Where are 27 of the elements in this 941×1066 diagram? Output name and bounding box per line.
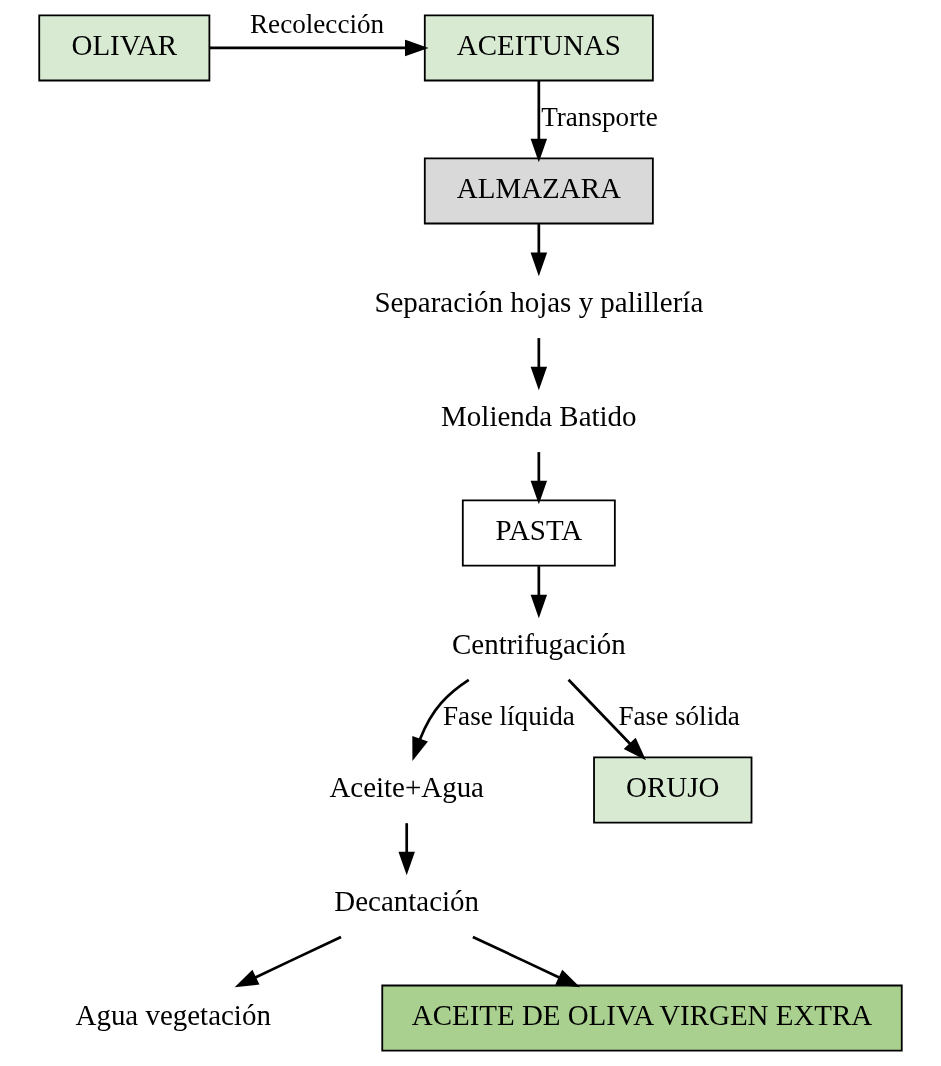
node-text: Decantación [334, 884, 480, 917]
node-box: ALMAZARA [423, 157, 654, 225]
node-box: ORUJO [593, 756, 753, 824]
arrow [472, 935, 581, 988]
arrow [209, 39, 429, 57]
edge-label: Fase sólida [618, 700, 740, 731]
arrow [234, 935, 342, 988]
arrow [530, 338, 548, 391]
node-text: Aceite+Agua [329, 770, 484, 803]
arrow [567, 678, 646, 761]
node-text: Molienda Batido [441, 399, 637, 432]
arrow [530, 80, 548, 163]
node-text: Agua vegetación [75, 998, 271, 1031]
edge-label: Fase líquida [443, 700, 575, 731]
arrow [530, 452, 548, 505]
arrow [530, 566, 548, 619]
edge-label: Transporte [541, 101, 658, 132]
node-box: ACEITUNAS [423, 14, 654, 82]
arrow [398, 823, 415, 876]
edge-label: Recolección [250, 9, 385, 40]
node-box: ACEITE DE OLIVA VIRGEN EXTRA [381, 984, 903, 1052]
arrow [412, 678, 470, 762]
arrow [530, 224, 548, 277]
node-text: Centrifugación [452, 627, 626, 660]
node-box: OLIVAR [38, 14, 211, 82]
node-box: PASTA [461, 499, 616, 567]
node-text: Separación hojas y palillería [374, 285, 704, 318]
